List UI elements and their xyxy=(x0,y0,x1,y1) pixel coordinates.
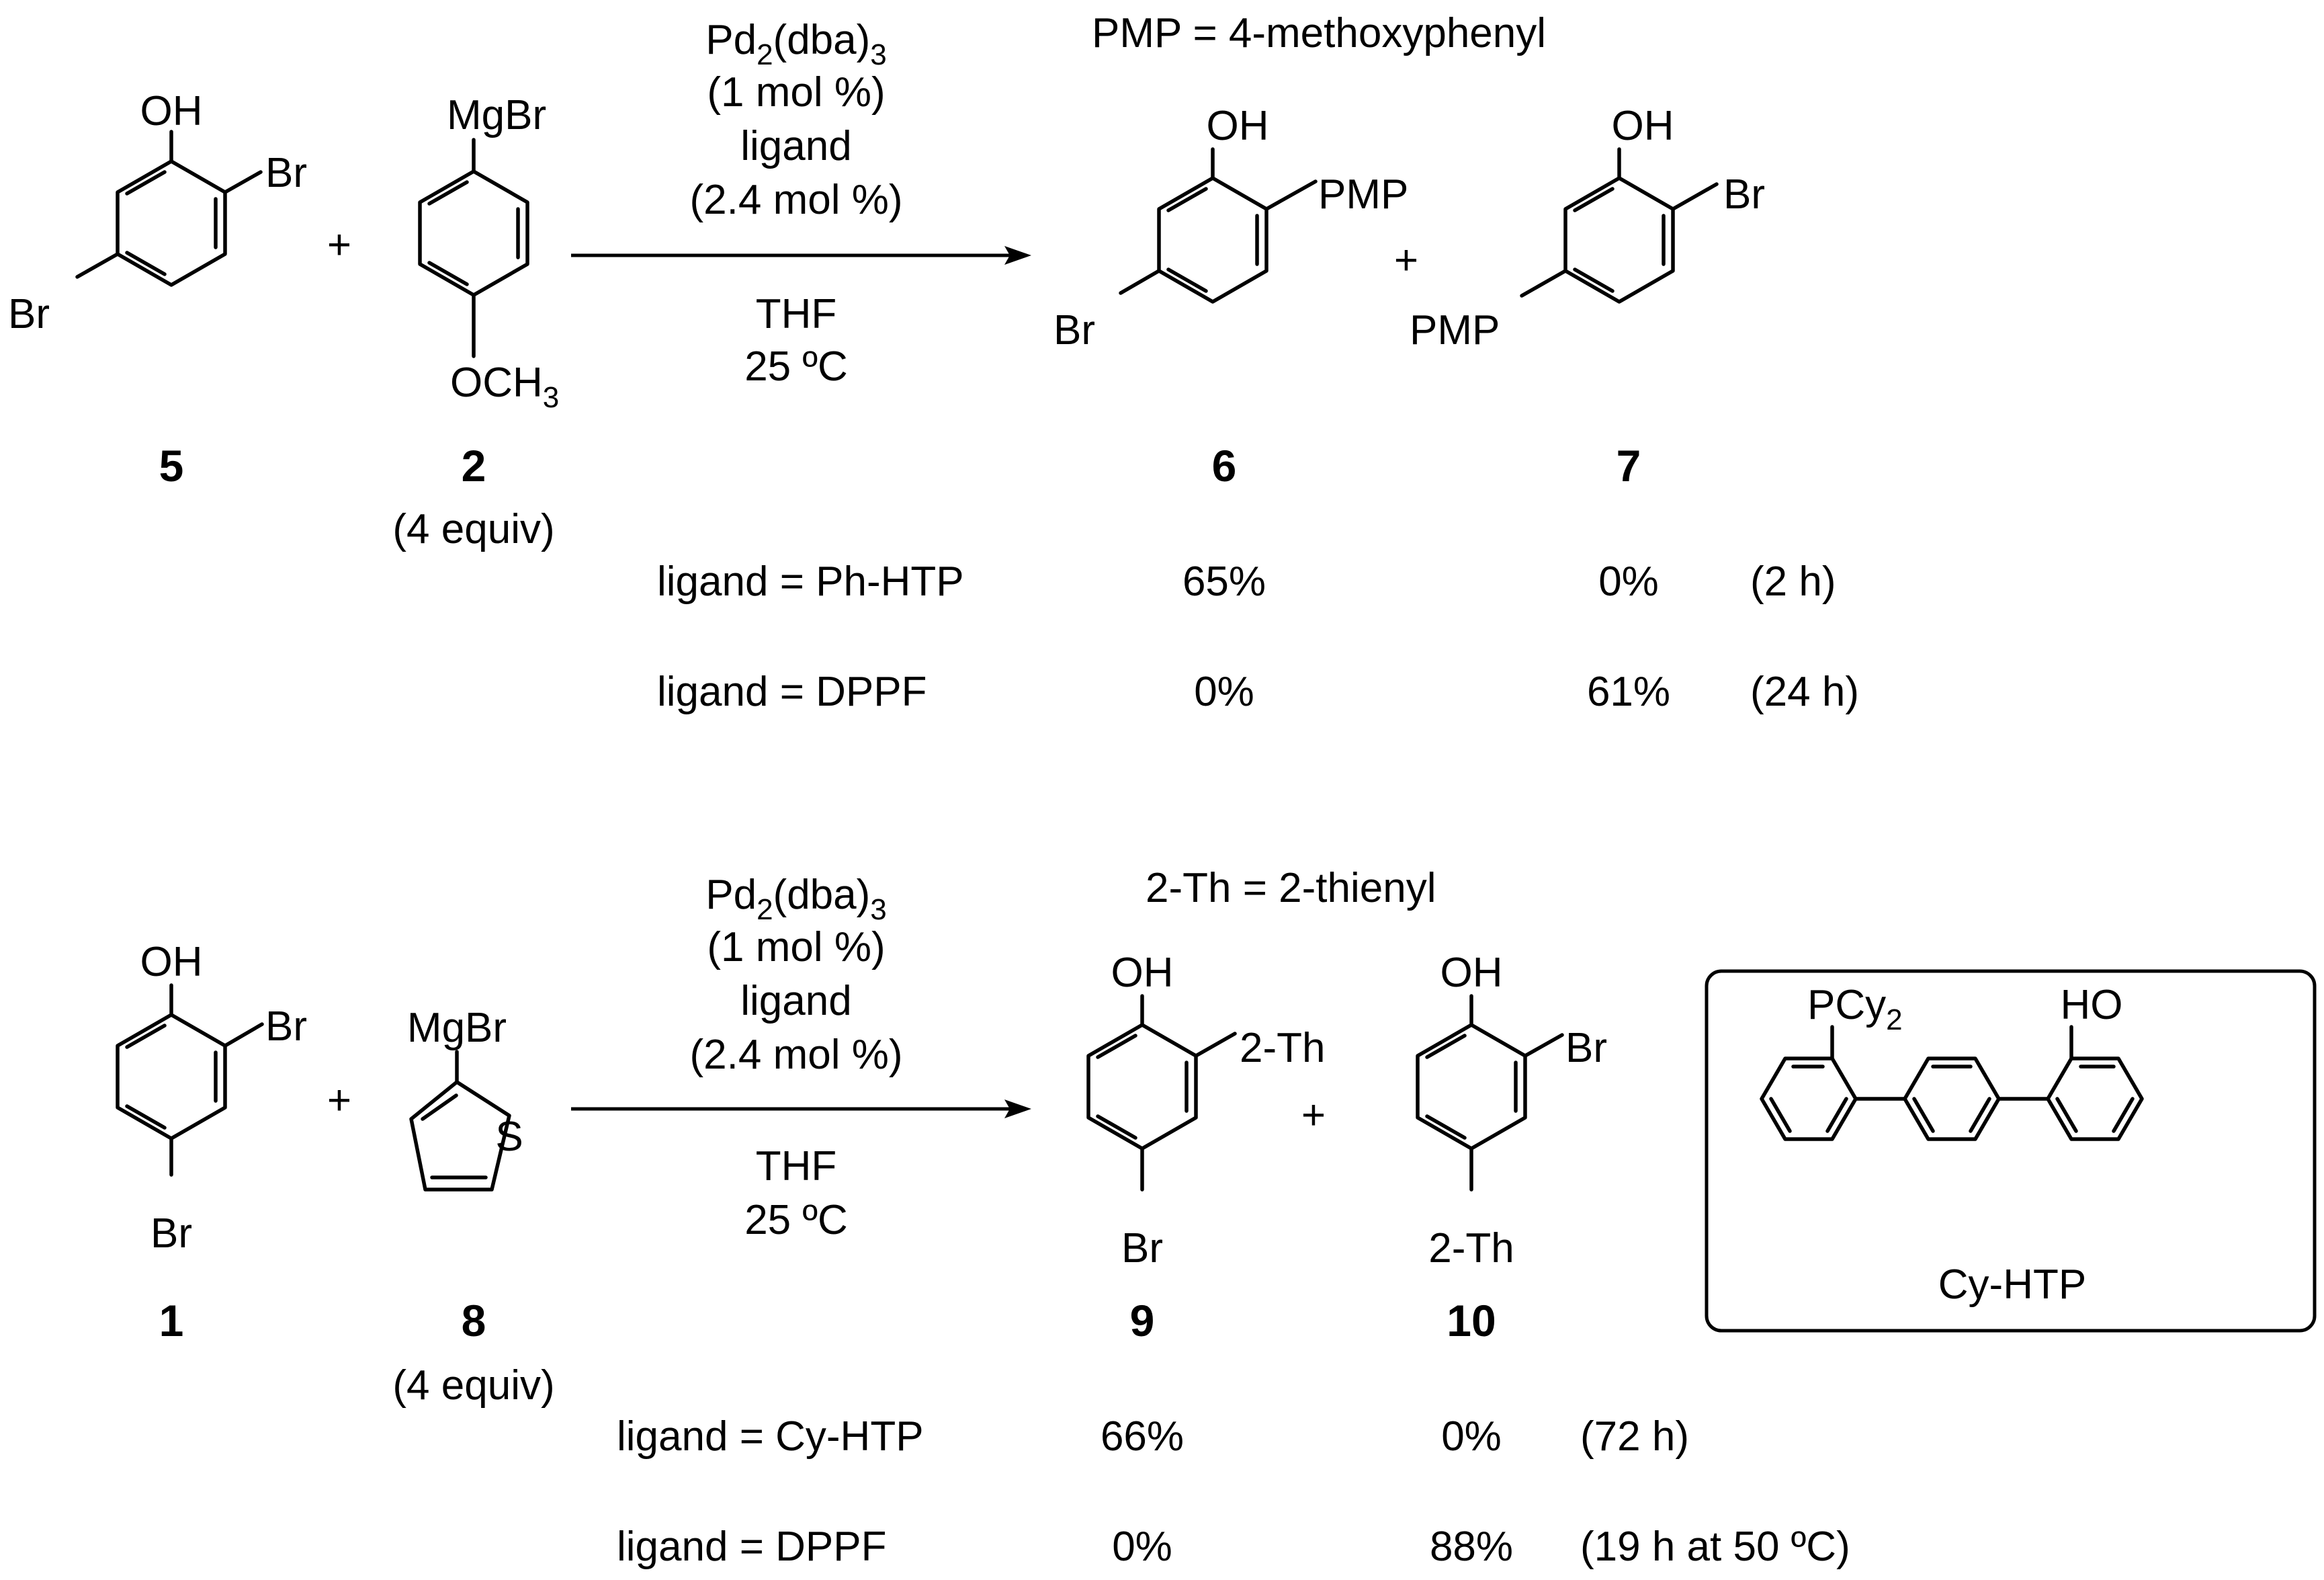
catalyst-loading: (1 mol %) xyxy=(707,69,885,116)
results-row: ligand = Ph-HTP 65% 0% (2 h) xyxy=(657,558,1836,605)
compound-10-br: Br xyxy=(1565,1025,1607,1071)
cy-htp-ligand-box: PCy2 HO Cy-HTP xyxy=(1705,969,2317,1333)
arrow-head xyxy=(1004,1099,1031,1118)
compound-9-br: Br xyxy=(1121,1225,1163,1272)
ligand-entry: ligand = DPPF xyxy=(657,669,927,715)
compound-8-equiv: (4 equiv) xyxy=(392,1362,554,1409)
yield-6: 0% xyxy=(1194,669,1254,715)
catalyst: Pd2(dba)3 xyxy=(705,17,887,71)
compound-10-structure: OH Br 2-Th xyxy=(1416,950,1607,1272)
yield-9: 0% xyxy=(1112,1524,1172,1570)
compound-7-oh: OH xyxy=(1612,103,1674,149)
compound-9-label: 9 xyxy=(1130,1296,1155,1345)
pmp-definition: PMP = 4-methoxyphenyl xyxy=(1092,10,1546,56)
compound-8-label: 8 xyxy=(462,1296,486,1345)
cy-htp-name: Cy-HTP xyxy=(1938,1261,2086,1308)
compound-1-label: 1 xyxy=(159,1296,184,1345)
plus-sign: + xyxy=(1394,237,1418,284)
compound-2-mgbr: MgBr xyxy=(447,92,546,138)
solvent: THF xyxy=(756,1143,837,1190)
compound-9-oh: OH xyxy=(1111,950,1174,996)
plus-sign: + xyxy=(1301,1092,1326,1138)
scheme-2: OH Br Br 1 + MgBr S 8 (4 equiv) Pd2(dba)… xyxy=(116,865,2317,1570)
compound-10-label: 10 xyxy=(1447,1296,1496,1345)
compound-8-sulfur: S xyxy=(495,1114,523,1160)
compound-5-oh: OH xyxy=(140,88,203,134)
catalyst: Pd2(dba)3 xyxy=(705,872,887,926)
ligand-frame xyxy=(1705,969,2317,1333)
compound-10-thienyl: 2-Th xyxy=(1428,1225,1514,1272)
yield-6: 65% xyxy=(1182,558,1266,605)
ho-group: HO xyxy=(2061,982,2123,1028)
compound-5-label: 5 xyxy=(159,441,184,491)
compound-7-structure: OH Br PMP xyxy=(1410,103,1765,354)
compound-2-equiv: (4 equiv) xyxy=(392,506,554,552)
compound-9-structure: OH 2-Th Br xyxy=(1086,950,1325,1272)
ligand-loading: (2.4 mol %) xyxy=(690,177,903,223)
compound-1-structure: OH Br Br xyxy=(116,939,307,1257)
reaction-time: (24 h) xyxy=(1750,669,1859,715)
compound-7-label: 7 xyxy=(1617,441,1641,491)
pcy2-group: PCy2 xyxy=(1807,982,1903,1036)
compound-8-structure: MgBr S xyxy=(407,1005,523,1192)
results-row: ligand = DPPF 0% 88% (19 h at 50 ºC) xyxy=(617,1524,1850,1570)
ligand-entry: ligand = DPPF xyxy=(617,1524,887,1570)
reaction-time: (19 h at 50 ºC) xyxy=(1580,1524,1850,1570)
compound-6-br: Br xyxy=(1053,307,1095,354)
compound-7-pmp: PMP xyxy=(1410,307,1500,354)
compound-8-mgbr: MgBr xyxy=(407,1005,507,1051)
plus-sign: + xyxy=(327,1077,351,1124)
yield-9: 66% xyxy=(1101,1413,1184,1460)
yield-10: 0% xyxy=(1441,1413,1502,1460)
thienyl-definition: 2-Th = 2-thienyl xyxy=(1146,865,1436,911)
compound-7-br: Br xyxy=(1723,171,1765,218)
compound-6-pmp: PMP xyxy=(1318,171,1408,218)
results-row: ligand = DPPF 0% 61% (24 h) xyxy=(657,669,1859,715)
plus-sign: + xyxy=(327,222,351,268)
compound-6-label: 6 xyxy=(1212,441,1237,491)
scheme-1: OH Br Br 5 + MgBr OCH3 2 (4 equiv) Pd2(d… xyxy=(8,10,1859,715)
compound-6-oh: OH xyxy=(1207,103,1269,149)
compound-5-structure: OH Br Br xyxy=(8,88,307,337)
compound-2-och3: OCH3 xyxy=(450,360,559,414)
compound-5-br-meta: Br xyxy=(8,291,50,337)
yield-10: 88% xyxy=(1430,1524,1513,1570)
ligand-text: ligand xyxy=(740,123,851,169)
compound-1-br-para: Br xyxy=(150,1210,192,1257)
compound-5-br-ortho: Br xyxy=(265,150,307,196)
reaction-conditions: Pd2(dba)3 (1 mol %) ligand (2.4 mol %) T… xyxy=(690,872,903,1243)
results-table-1: ligand = Ph-HTP 65% 0% (2 h) ligand = DP… xyxy=(657,558,1859,715)
yield-7: 0% xyxy=(1598,558,1659,605)
ligand-text: ligand xyxy=(740,978,851,1024)
compound-9-thienyl: 2-Th xyxy=(1240,1025,1325,1071)
solvent: THF xyxy=(756,291,837,337)
ligand-entry: ligand = Cy-HTP xyxy=(617,1413,924,1460)
compound-2-structure: MgBr OCH3 xyxy=(418,92,559,414)
compound-1-br-ortho: Br xyxy=(265,1003,307,1050)
compound-10-oh: OH xyxy=(1440,950,1503,996)
ligand-entry: ligand = Ph-HTP xyxy=(657,558,964,605)
compound-6-structure: OH PMP Br xyxy=(1053,103,1408,354)
compound-1-oh: OH xyxy=(140,939,203,985)
temperature: 25 ºC xyxy=(744,343,848,390)
reaction-conditions: Pd2(dba)3 (1 mol %) ligand (2.4 mol %) T… xyxy=(690,17,903,390)
compound-2-label: 2 xyxy=(462,441,486,491)
results-table-2: ligand = Cy-HTP 66% 0% (72 h) ligand = D… xyxy=(617,1413,1850,1570)
yield-7: 61% xyxy=(1587,669,1670,715)
results-row: ligand = Cy-HTP 66% 0% (72 h) xyxy=(617,1413,1689,1460)
reaction-time: (2 h) xyxy=(1750,558,1836,605)
ligand-loading: (2.4 mol %) xyxy=(690,1032,903,1078)
arrow-head xyxy=(1004,246,1031,265)
temperature: 25 ºC xyxy=(744,1197,848,1243)
catalyst-loading: (1 mol %) xyxy=(707,924,885,970)
reaction-time: (72 h) xyxy=(1580,1413,1689,1460)
